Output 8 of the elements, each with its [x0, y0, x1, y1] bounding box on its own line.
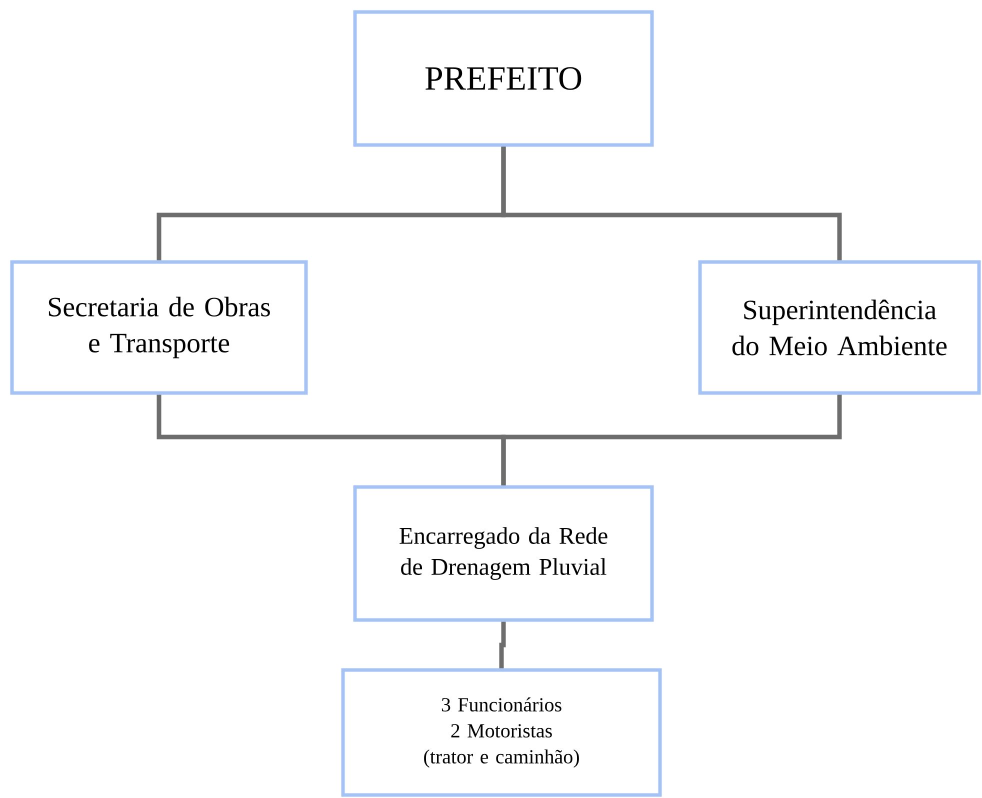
- org-box: Encarregado da Rede de Drenagem Pluvial: [353, 485, 654, 622]
- org-box: Superintendência do Meio Ambiente: [698, 260, 981, 395]
- org-box: PREFEITO: [353, 10, 654, 147]
- org-box: 3 Funcionários 2 Motoristas (trator e caminhão): [341, 668, 662, 797]
- connector-line: [501, 146, 842, 260]
- connector-line: [501, 394, 842, 486]
- org-box: Secretaria de Obras e Transporte: [10, 260, 308, 395]
- connector-line: [499, 622, 506, 668]
